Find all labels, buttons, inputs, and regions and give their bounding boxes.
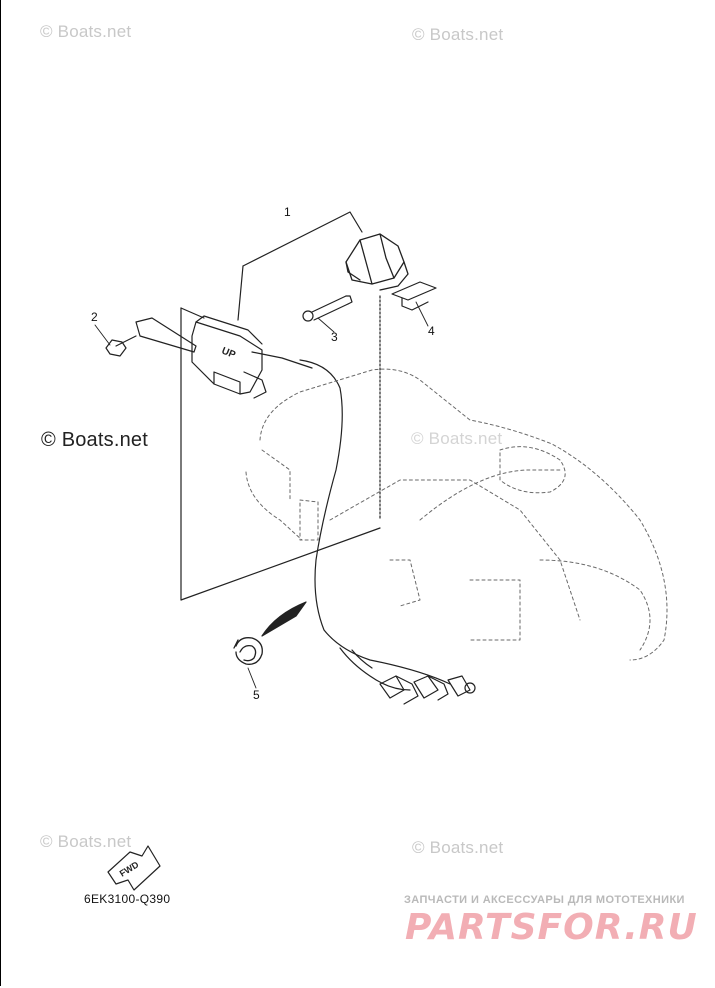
connector-middle xyxy=(413,675,449,701)
watermark-top-left: © Boats.net xyxy=(40,22,132,41)
trim-sensor-housing xyxy=(345,233,409,291)
brand-logo: PARTSFOR.RU xyxy=(405,907,698,948)
watermark-left: © Boats.net xyxy=(41,429,148,451)
callout-3-leader xyxy=(317,317,335,333)
callout-2-leader xyxy=(94,324,111,346)
watermark-bottom-right: © Boats.net xyxy=(412,838,504,857)
bolt-part-2 xyxy=(105,335,137,357)
callout-4-leader xyxy=(415,301,429,327)
direction-arrow xyxy=(261,601,307,637)
connector-left xyxy=(379,675,419,705)
up-label: UP xyxy=(220,346,237,362)
swivel-bracket-ghost xyxy=(245,368,668,661)
callout-3: 3 xyxy=(331,330,338,344)
watermark-bottom-left: © Boats.net xyxy=(40,832,132,851)
fwd-arrow-icon xyxy=(107,845,161,891)
watermark-center: © Boats.net xyxy=(411,429,503,448)
callout-2: 2 xyxy=(91,310,98,324)
plate-part-4 xyxy=(391,281,437,311)
screw-part-3 xyxy=(302,295,353,322)
callout-1: 1 xyxy=(284,205,291,219)
watermark-top-right: © Boats.net xyxy=(412,25,504,44)
diagram-code: 6EK3100-Q390 xyxy=(84,892,171,906)
wire-harness xyxy=(299,359,451,685)
sensor-body xyxy=(135,315,313,399)
brand-tagline: ЗАПЧАСТИ И АКСЕССУАРЫ ДЛЯ МОТОТЕХНИКИ xyxy=(404,894,685,906)
assembly-panel-outline xyxy=(180,307,381,601)
callout-5: 5 xyxy=(253,688,260,702)
clip-part-5 xyxy=(233,637,263,665)
callout-5-leader xyxy=(247,667,257,689)
callout-4: 4 xyxy=(428,324,435,338)
connector-right xyxy=(447,675,476,697)
callout-1-leader xyxy=(242,211,363,267)
